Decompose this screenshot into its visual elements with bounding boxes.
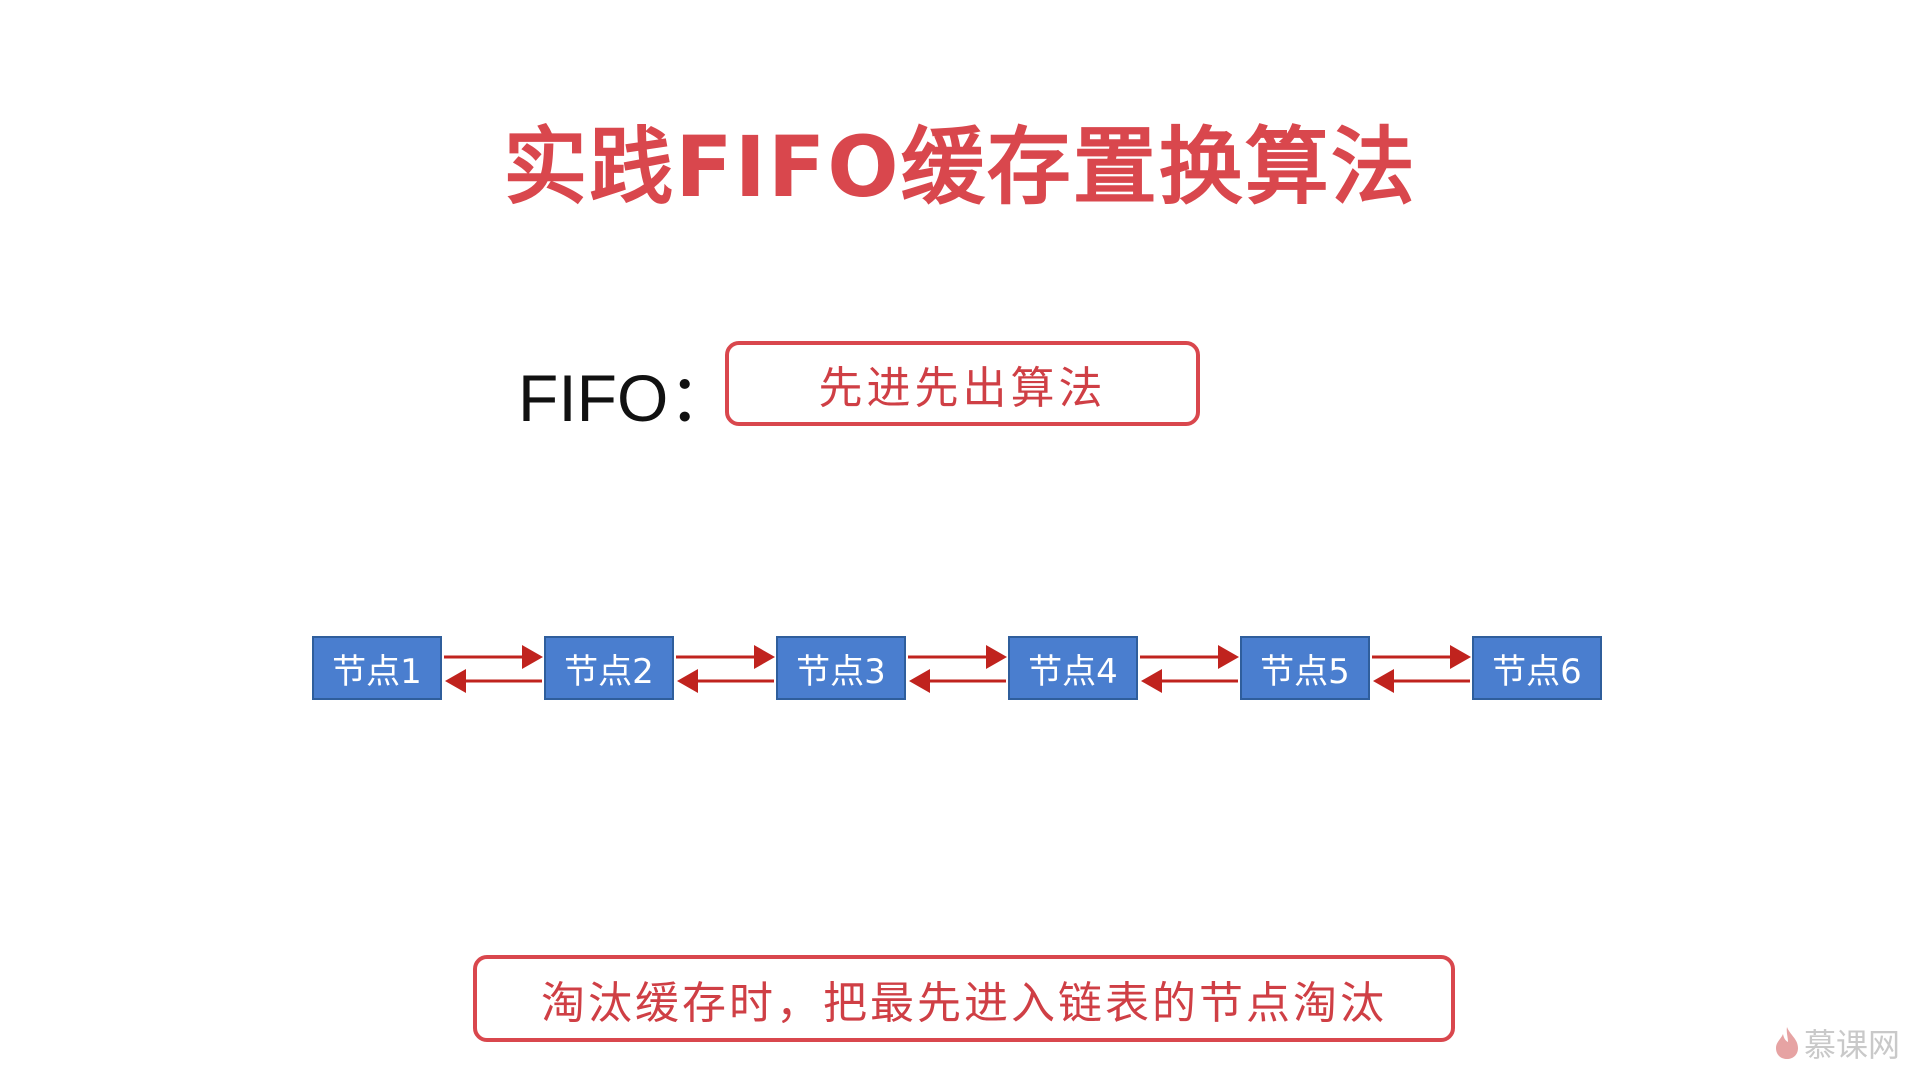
eviction-note-box: 淘汰缓存时，把最先进入链表的节点淘汰 bbox=[473, 955, 1455, 1042]
node-6: 节点6 bbox=[1472, 636, 1602, 700]
linked-list-diagram: 节点1 节点2 节点3 节点4 节点5 节点6 bbox=[0, 630, 1920, 710]
fifo-label: FIFO： bbox=[518, 361, 735, 435]
node-4: 节点4 bbox=[1008, 636, 1138, 700]
node-1: 节点1 bbox=[312, 636, 442, 700]
node-5: 节点5 bbox=[1240, 636, 1370, 700]
node-3: 节点3 bbox=[776, 636, 906, 700]
page-title: 实践FIFO缓存置换算法 bbox=[503, 118, 1417, 216]
link-arrows bbox=[444, 645, 1471, 693]
node-2: 节点2 bbox=[544, 636, 674, 700]
watermark-text: 慕课网 bbox=[1803, 1026, 1900, 1064]
fifo-definition-box: 先进先出算法 bbox=[725, 341, 1200, 426]
watermark: 慕课网 bbox=[1774, 1020, 1900, 1066]
flame-icon bbox=[1775, 1027, 1798, 1059]
